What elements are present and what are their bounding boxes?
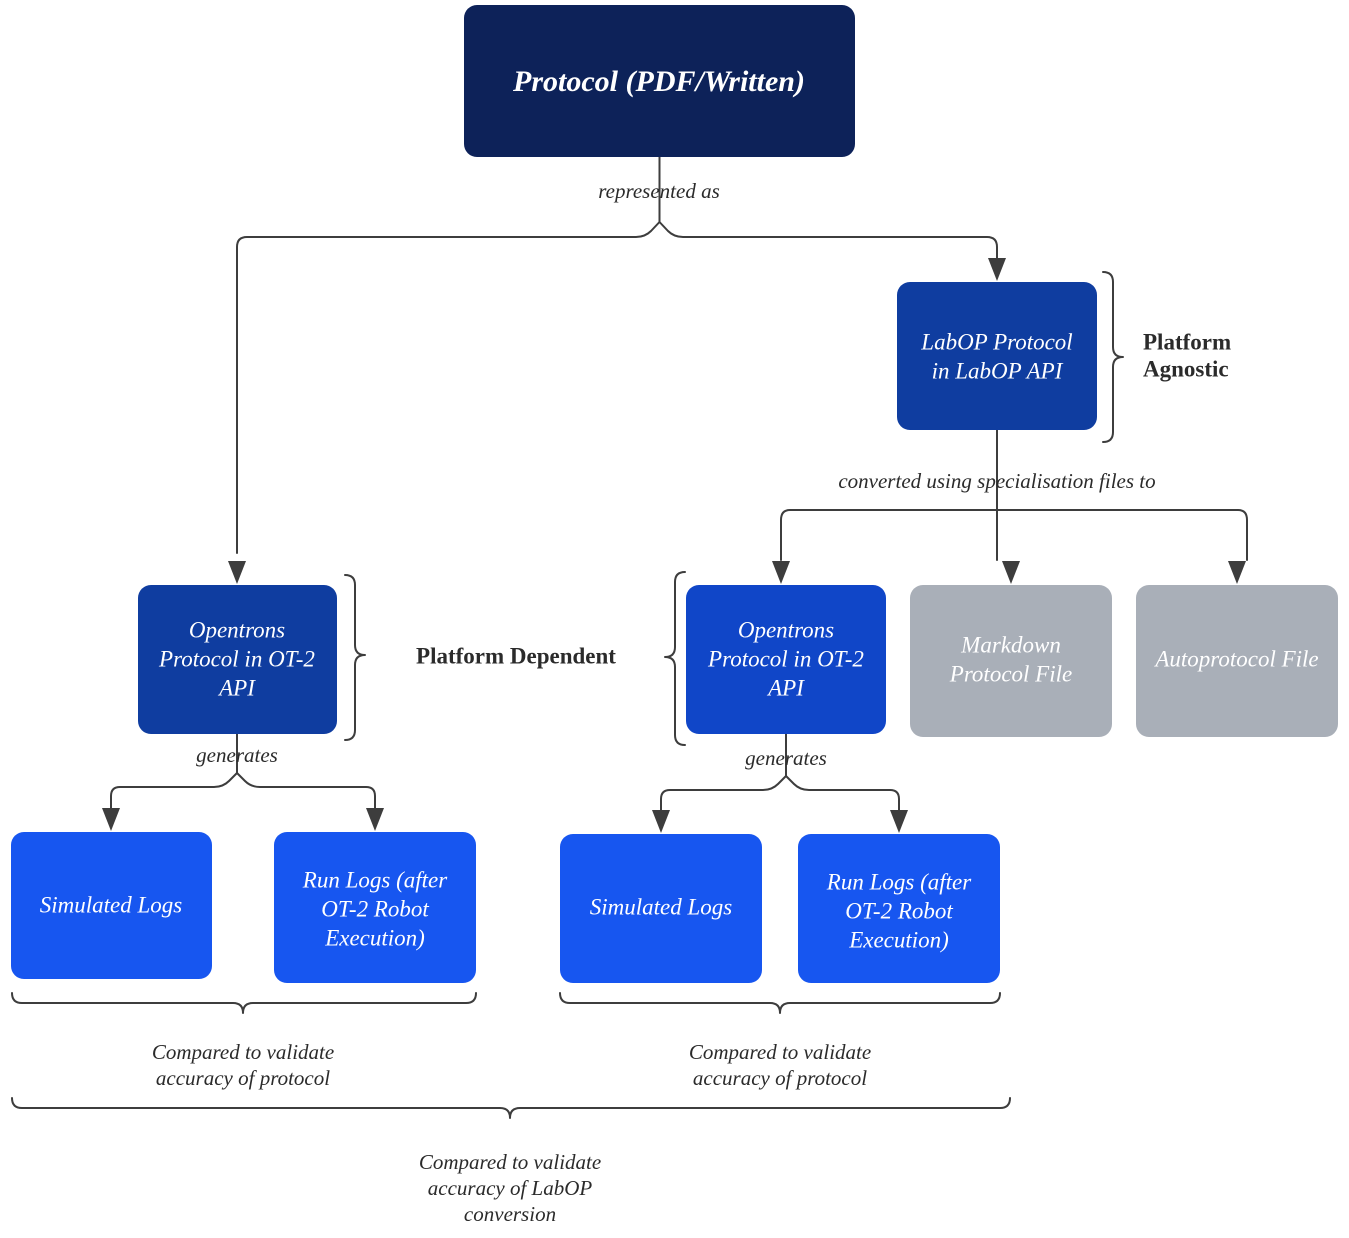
brace-compare-overall — [11, 1097, 1011, 1119]
edge-label-generates-right: generates — [745, 746, 827, 770]
node-protocol-source-rect[interactable] — [464, 5, 855, 157]
node-opentrons-right[interactable]: Opentrons Protocol in OT-2 API — [686, 585, 886, 734]
edge-label-represented-as: represented as — [598, 179, 720, 203]
caption-compare-right-line1: Compared to validate — [689, 1040, 871, 1064]
arrowhead-sim-logs-left — [102, 808, 120, 831]
caption-compare-left-line2: accuracy of protocol — [156, 1066, 330, 1090]
node-run-logs-left-label-line3: Execution) — [324, 925, 425, 950]
node-sim-logs-left-rect[interactable] — [11, 832, 212, 979]
node-sim-logs-left-label: Simulated Logs — [40, 892, 183, 917]
node-run-logs-right[interactable]: Run Logs (after OT-2 Robot Execution) — [798, 834, 1000, 983]
brace-platform-dependent-right — [664, 571, 686, 746]
group-label-platform-dependent: Platform Dependent — [416, 643, 616, 668]
arrowhead-run-logs-left — [366, 808, 384, 831]
brace-platform-dependent-left — [344, 574, 366, 741]
node-opentrons-left[interactable]: Opentrons Protocol in OT-2 API — [138, 585, 337, 734]
arrowhead-opentrons-left — [228, 561, 246, 584]
node-run-logs-left[interactable]: Run Logs (after OT-2 Robot Execution) — [274, 832, 476, 983]
node-sim-logs-right-label: Simulated Logs — [590, 894, 733, 919]
node-sim-logs-right[interactable]: Simulated Logs — [560, 834, 762, 983]
node-run-logs-right-label-line2: OT-2 Robot — [845, 898, 953, 923]
node-sim-logs-left[interactable]: Simulated Logs — [11, 832, 212, 979]
node-labop-protocol-label-line2: in LabOP API — [932, 358, 1064, 383]
edge-generates-right — [652, 733, 908, 833]
arrowhead-labop — [988, 258, 1006, 281]
brace-compare-left — [11, 992, 477, 1014]
edge-label-generates-left: generates — [196, 743, 278, 767]
arrowhead-run-logs-right — [890, 810, 908, 833]
arrowhead-autoprotocol — [1228, 561, 1246, 584]
group-label-platform-agnostic-line1: Platform — [1143, 329, 1231, 354]
arrowhead-opentrons-right — [772, 561, 790, 584]
node-run-logs-right-label-line3: Execution) — [848, 927, 949, 952]
node-markdown-file[interactable]: Markdown Protocol File — [910, 585, 1112, 737]
node-autoprotocol-file[interactable]: Autoprotocol File — [1136, 585, 1338, 737]
arrowhead-markdown — [1002, 561, 1020, 584]
edge-label-converted-using: converted using specialisation files to — [838, 469, 1155, 493]
node-opentrons-left-rect[interactable] — [138, 585, 337, 734]
node-labop-protocol[interactable]: LabOP Protocol in LabOP API — [897, 282, 1097, 430]
brace-platform-agnostic — [1102, 271, 1124, 443]
node-protocol-source-label: Protocol (PDF/Written) — [512, 65, 805, 98]
edge-represented-as — [228, 156, 1006, 584]
node-labop-protocol-label-line1: LabOP Protocol — [920, 329, 1072, 354]
node-opentrons-right-rect[interactable] — [686, 585, 886, 734]
node-opentrons-right-label-line3: API — [766, 675, 805, 700]
node-run-logs-right-rect[interactable] — [798, 834, 1000, 983]
node-sim-logs-right-rect[interactable] — [560, 834, 762, 983]
node-opentrons-left-label-line2: Protocol in OT-2 — [158, 646, 315, 671]
node-labop-protocol-rect[interactable] — [897, 282, 1097, 430]
node-run-logs-left-label-line1: Run Logs (after — [302, 867, 448, 892]
node-run-logs-right-label-line1: Run Logs (after — [826, 869, 972, 894]
arrowhead-sim-logs-right — [652, 810, 670, 833]
caption-compare-left-line1: Compared to validate — [152, 1040, 334, 1064]
node-run-logs-left-label-line2: OT-2 Robot — [321, 896, 429, 921]
edge-converted-using — [772, 429, 1248, 584]
node-markdown-file-rect[interactable] — [910, 585, 1112, 737]
node-autoprotocol-file-rect[interactable] — [1136, 585, 1338, 737]
node-protocol-source[interactable]: Protocol (PDF/Written) — [464, 5, 855, 157]
node-opentrons-left-label-line1: Opentrons — [189, 617, 285, 642]
caption-compare-overall-line1: Compared to validate — [419, 1150, 601, 1174]
node-opentrons-right-label-line2: Protocol in OT-2 — [707, 646, 864, 671]
brace-compare-right — [559, 992, 1001, 1014]
node-markdown-file-label-line2: Protocol File — [949, 661, 1072, 686]
node-opentrons-right-label-line1: Opentrons — [738, 617, 834, 642]
edge-generates-left — [102, 733, 384, 831]
caption-compare-right-line2: accuracy of protocol — [693, 1066, 867, 1090]
node-autoprotocol-file-label: Autoprotocol File — [1153, 646, 1318, 671]
node-run-logs-left-rect[interactable] — [274, 832, 476, 983]
caption-compare-overall-line3: conversion — [464, 1202, 556, 1226]
caption-compare-overall-line2: accuracy of LabOP — [428, 1176, 593, 1200]
node-opentrons-left-label-line3: API — [217, 675, 256, 700]
group-label-platform-agnostic-line2: Agnostic — [1143, 356, 1229, 381]
node-markdown-file-label-line1: Markdown — [960, 632, 1061, 657]
